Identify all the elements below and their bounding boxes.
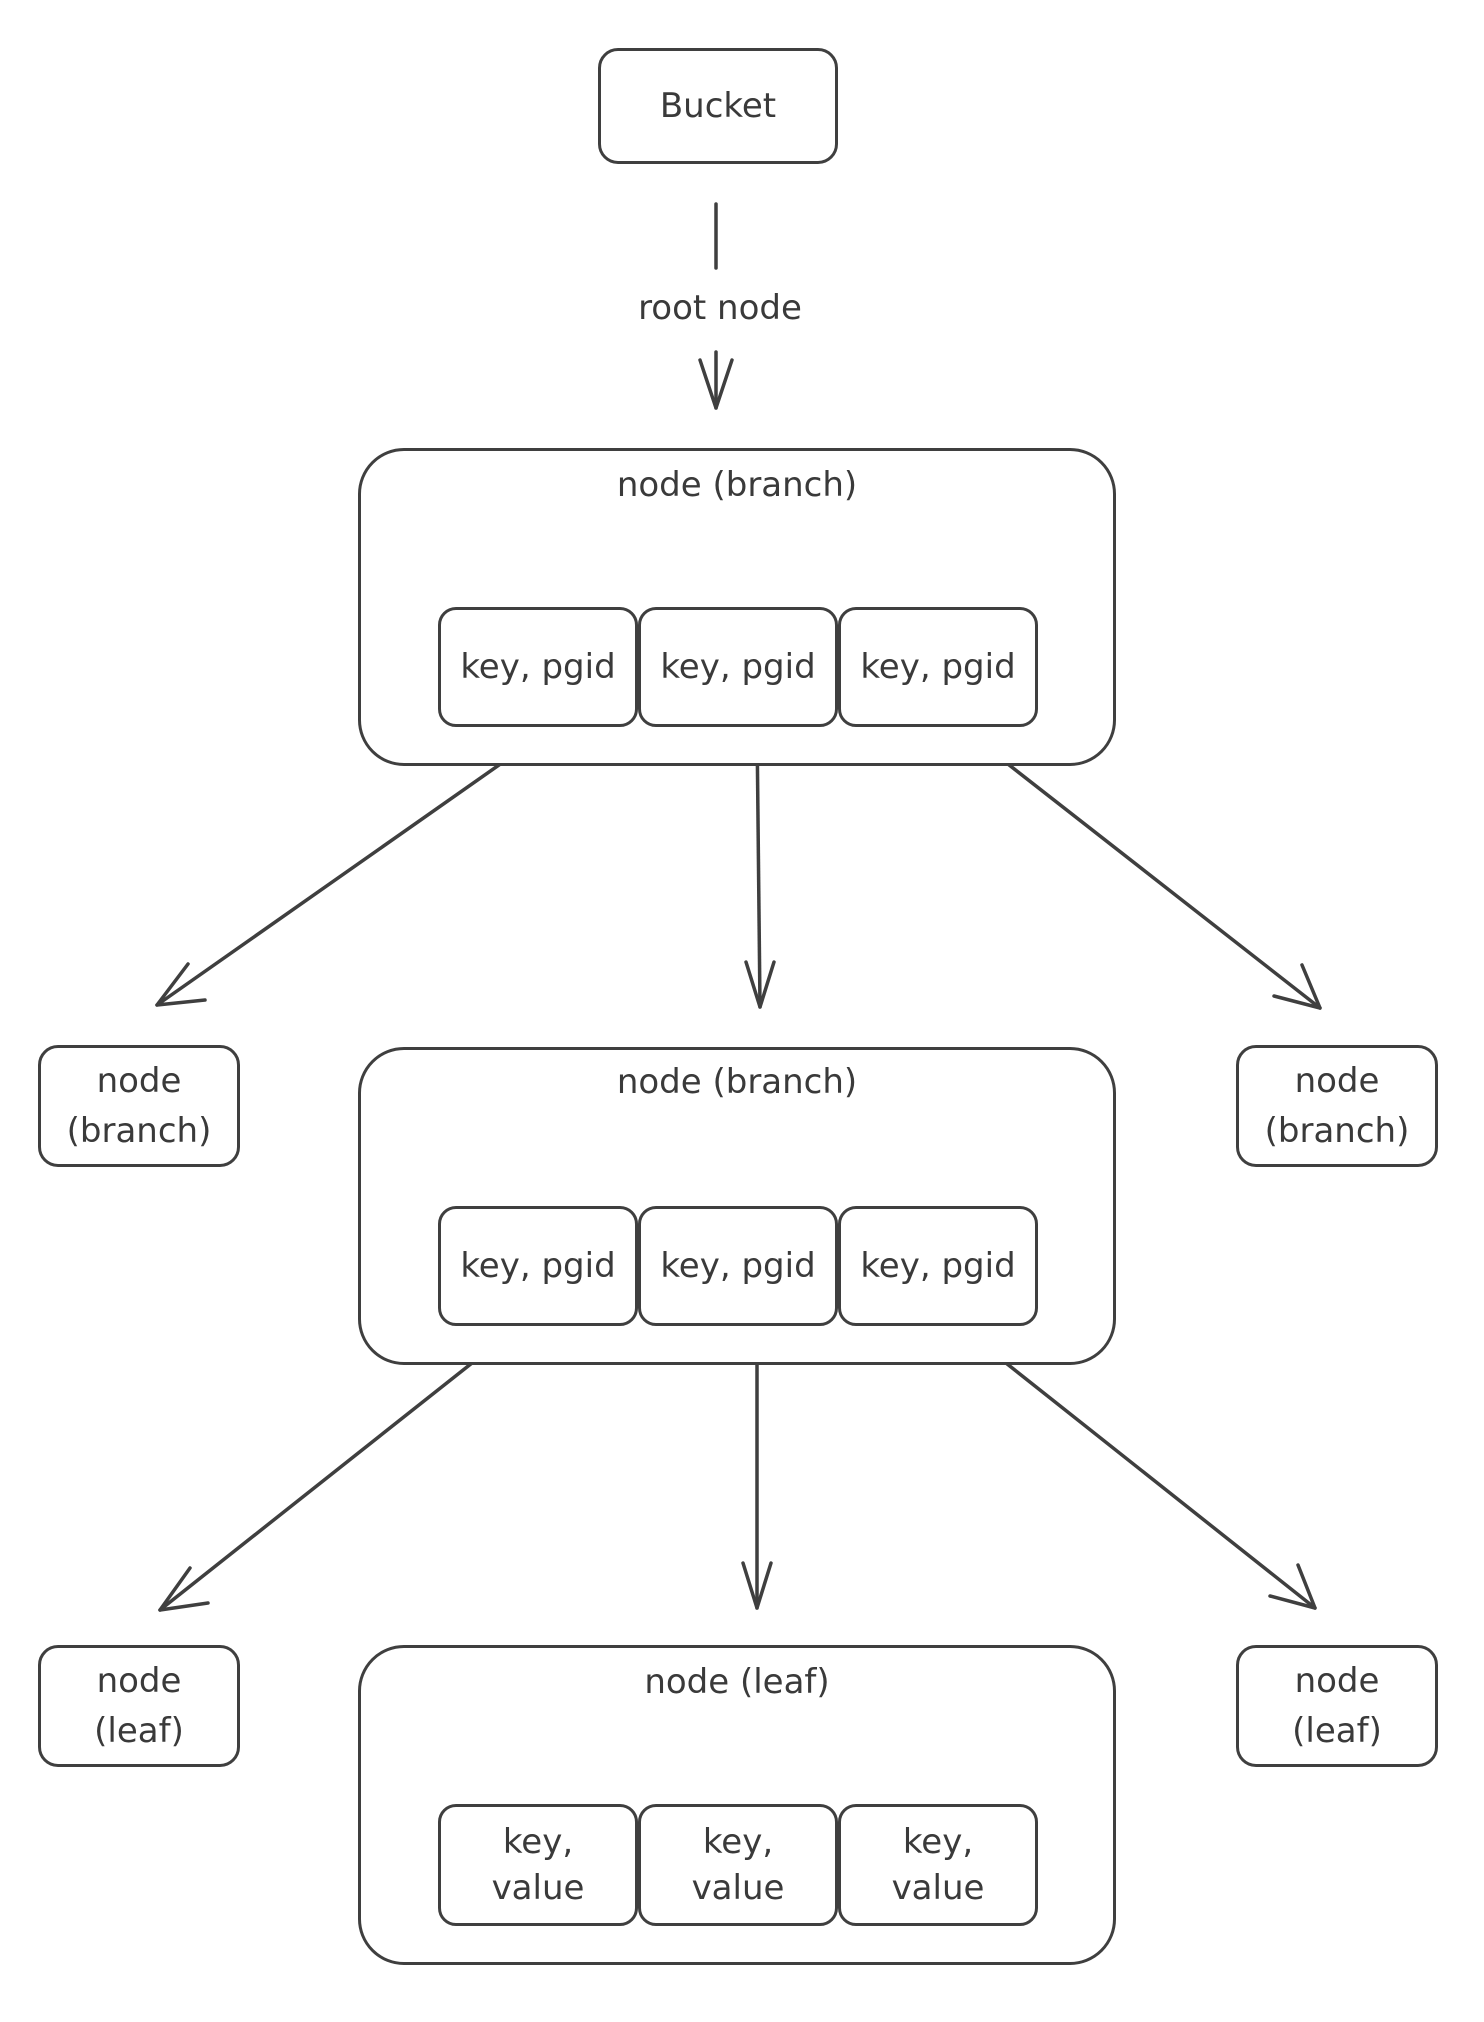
leaf-node-right-label: node (leaf) [1292,1661,1382,1751]
branch-node-right: node (branch) [1236,1045,1438,1167]
branch-node-center-title: node (branch) [616,1062,858,1102]
leaf-node-center-title: node (leaf) [644,1662,830,1702]
cell-text: key, value [691,1822,785,1908]
leaf-center-cell-1: key, value [438,1804,638,1926]
arrowhead-l2-center [741,1561,773,1610]
cell-text: key, pgid [860,1246,1016,1286]
branch-node-left-label: node (branch) [66,1061,212,1151]
arrow-l2-right [956,1323,1317,1610]
cell-text: key, pgid [460,647,616,687]
branch-center-cell-3: key, pgid [838,1206,1038,1326]
arrowhead-l1-left [155,962,207,1007]
bucket-box: Bucket [598,48,838,164]
branch-center-cell-2: key, pgid [638,1206,838,1326]
arrow-l1-center [755,723,762,1009]
root-branch-cell-2: key, pgid [638,607,838,727]
cell-text: key, value [491,1822,585,1908]
cell-text: key, pgid [860,647,1016,687]
branch-node-right-label: node (branch) [1264,1061,1410,1151]
arrow-l1-left [155,723,558,1007]
branch-node-left: node (branch) [38,1045,240,1167]
branch-center-cell-1: key, pgid [438,1206,638,1326]
root-branch-cell-1: key, pgid [438,607,638,727]
root-branch-cell-3: key, pgid [838,607,1038,727]
cell-text: key, value [891,1822,985,1908]
arrowhead-l2-left [158,1566,210,1612]
leaf-node-left-label: node (leaf) [94,1661,184,1751]
leaf-node-left: node (leaf) [38,1645,240,1767]
arrowhead-l1-right [1272,963,1322,1010]
arrowhead-l2-right [1268,1563,1317,1610]
root-node-label: root node [560,284,880,332]
cell-text: key, pgid [660,647,816,687]
arrow-l1-right [956,723,1322,1010]
leaf-node-right: node (leaf) [1236,1645,1438,1767]
root-edge-arrowhead [698,358,734,410]
bucket-label: Bucket [659,86,777,126]
leaf-center-cell-3: key, value [838,1804,1038,1926]
arrow-l2-left [158,1323,522,1612]
cell-text: key, pgid [460,1246,616,1286]
leaf-center-cell-2: key, value [638,1804,838,1926]
cell-text: key, pgid [660,1246,816,1286]
arrowhead-l1-center [744,960,776,1009]
root-branch-title: node (branch) [616,465,858,505]
